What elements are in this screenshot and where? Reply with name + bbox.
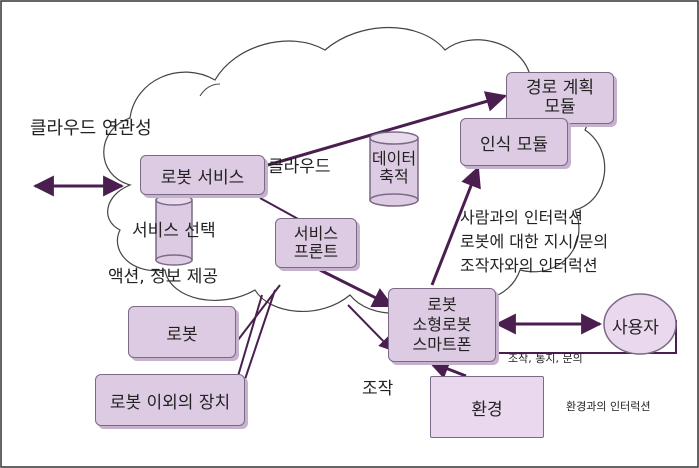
path-planning-line1: 경로 계획 xyxy=(526,78,594,99)
service-front-line1: 서비스 xyxy=(293,224,339,244)
user-node-shape xyxy=(603,293,677,355)
path-planning-box: 경로 계획 모듈 xyxy=(506,72,614,124)
cloud-title: 클라우드 xyxy=(268,157,331,177)
line-service-front xyxy=(259,197,301,221)
cloud-detail xyxy=(199,83,221,97)
line-user-ops xyxy=(490,320,677,354)
arrow-to-path-planning xyxy=(267,91,508,167)
robot-label: 로봇 xyxy=(166,324,198,345)
arrow-env-to-robot xyxy=(428,359,467,379)
user-ops-label: 조작, 통지, 문의 xyxy=(508,352,583,365)
data-store-cylinder xyxy=(369,131,419,207)
service-select-cylinder xyxy=(155,194,193,266)
arrow-front-to-robot xyxy=(319,268,394,308)
data-store-label: 데이터 축적 xyxy=(366,150,422,185)
cloud-link-label: 클라우드 연관성 xyxy=(30,118,152,139)
robot-smartphone-box: 로봇 소형로봇 스마트폰 xyxy=(388,288,496,362)
robot-service-box: 로봇 서비스 xyxy=(140,155,265,195)
arrow-operation xyxy=(347,304,393,352)
robot-small-line3: 스마트폰 xyxy=(412,335,472,354)
robot-small-line1: 로봇 xyxy=(427,295,457,314)
robot-service-label: 로봇 서비스 xyxy=(160,167,245,188)
cloud-shape xyxy=(103,27,606,314)
interaction-list: 사람과의 인터럭션 로봇에 대한 지시/문의 조작자와의 인터럭션 xyxy=(460,206,608,278)
environment-box: 환경 xyxy=(430,376,544,438)
arrow-to-recognition xyxy=(430,166,481,286)
operation-label: 조작 xyxy=(362,379,394,399)
robot-small-line2: 소형로봇 xyxy=(412,315,472,334)
robot-box: 로봇 xyxy=(128,306,236,358)
interaction-line-1: 사람과의 인터럭션 xyxy=(460,208,583,227)
recognition-label: 인식 모듈 xyxy=(480,134,548,155)
recognition-box: 인식 모듈 xyxy=(460,118,568,166)
action-info-label: 액션, 정보 제공 xyxy=(108,267,219,287)
service-select-label: 서비스 선택 xyxy=(132,221,216,241)
service-front-box: 서비스 프론트 xyxy=(275,218,357,268)
env-interaction-label: 환경과의 인터럭션 xyxy=(566,400,651,413)
service-front-line2: 프론트 xyxy=(293,242,339,261)
other-devices-label: 로봇 이외의 장치 xyxy=(109,392,231,413)
interaction-line-3: 조작자와의 인터럭션 xyxy=(460,256,598,275)
user-label: 사용자 xyxy=(612,318,659,338)
data-store-line2: 축적 xyxy=(379,166,409,186)
environment-label: 환경 xyxy=(471,399,503,420)
data-store-line1: 데이터 xyxy=(371,149,417,168)
other-devices-box: 로봇 이외의 장치 xyxy=(95,374,245,426)
interaction-line-2: 로봇에 대한 지시/문의 xyxy=(460,232,609,251)
path-planning-line2: 모듈 xyxy=(544,97,576,117)
